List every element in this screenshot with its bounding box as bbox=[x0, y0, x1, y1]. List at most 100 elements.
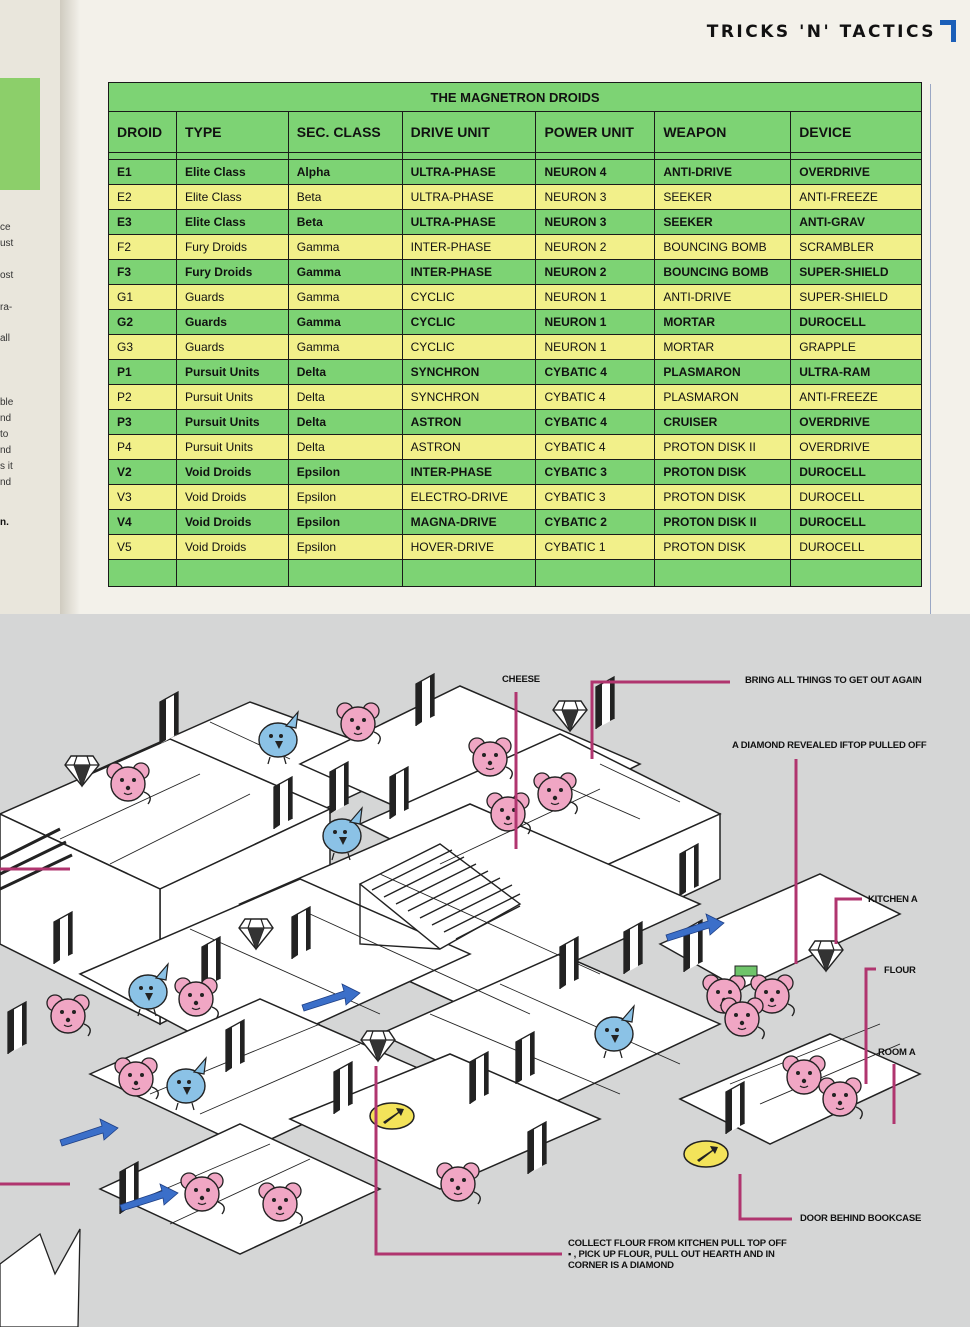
table-cell: SYNCHRON bbox=[401, 359, 537, 385]
table-cell: BOUNCING BOMB bbox=[654, 234, 792, 260]
table-cell: MORTAR bbox=[654, 334, 792, 360]
map-break-edge bbox=[0, 1228, 81, 1327]
table-cell: V2 bbox=[108, 459, 177, 485]
table-cell: PLASMARON bbox=[654, 359, 792, 385]
table-cell: ELECTRO-DRIVE bbox=[401, 484, 537, 510]
table-cell: CYBATIC 3 bbox=[535, 484, 656, 510]
table-cell: Gamma bbox=[287, 259, 403, 285]
table-cell: Delta bbox=[287, 359, 403, 385]
table-title: THE MAGNETRON DROIDS bbox=[108, 82, 922, 112]
table-cell: PROTON DISK bbox=[654, 484, 792, 510]
table-cell: E1 bbox=[108, 159, 177, 185]
corner-mark-icon bbox=[940, 20, 956, 42]
table-cell: Elite Class bbox=[175, 159, 289, 185]
table-cell: Fury Droids bbox=[175, 259, 289, 285]
table-cell: Pursuit Units bbox=[175, 409, 289, 435]
table-cell: Beta bbox=[287, 184, 403, 210]
table-cell: Pursuit Units bbox=[175, 359, 289, 385]
table-cell: Delta bbox=[287, 434, 403, 460]
table-cell: DUROCELL bbox=[790, 459, 922, 485]
label-flour: FLOUR bbox=[884, 965, 916, 976]
label-room-a: ROOM A bbox=[878, 1047, 916, 1058]
table-cell: Elite Class bbox=[175, 184, 289, 210]
table-cell: F3 bbox=[108, 259, 177, 285]
isometric-map: CHEESE BRING ALL THINGS TO GET OUT AGAIN… bbox=[0, 614, 970, 1327]
column-header-device: DEVICE bbox=[790, 111, 922, 153]
table-cell: ANTI-GRAV bbox=[790, 209, 922, 235]
table-cell: ANTI-FREEZE bbox=[790, 384, 922, 410]
table-cell: CYCLIC bbox=[401, 284, 537, 310]
table-cell: BOUNCING BOMB bbox=[654, 259, 792, 285]
previous-page-text-fragment: ust bbox=[0, 238, 14, 249]
previous-page-text-fragment: ost bbox=[0, 270, 14, 281]
table-cell: DUROCELL bbox=[790, 534, 922, 560]
label-diamond-revealed: A DIAMOND REVEALED IFTOP PULLED OFF bbox=[732, 740, 927, 751]
table-cell: PROTON DISK II bbox=[654, 509, 792, 535]
previous-page-text-fragment: nd bbox=[0, 477, 12, 488]
label-collect-flour: COLLECT FLOUR FROM KITCHEN PULL TOP OFF … bbox=[568, 1238, 787, 1271]
table-cell: ULTRA-PHASE bbox=[401, 184, 537, 210]
table-cell: CYBATIC 1 bbox=[535, 534, 656, 560]
label-cheese: CHEESE bbox=[502, 674, 540, 685]
table-cell: CYBATIC 4 bbox=[535, 384, 656, 410]
table-cell: ANTI-FREEZE bbox=[790, 184, 922, 210]
table-cell: Delta bbox=[287, 384, 403, 410]
table-footer-row bbox=[108, 559, 922, 587]
table-cell: V3 bbox=[108, 484, 177, 510]
table-cell: INTER-PHASE bbox=[401, 459, 537, 485]
table-cell: SEEKER bbox=[654, 184, 792, 210]
table-cell: Guards bbox=[175, 334, 289, 360]
table-cell: OVERDRIVE bbox=[790, 159, 922, 185]
table-cell: Pursuit Units bbox=[175, 434, 289, 460]
map-drawing bbox=[0, 673, 922, 1327]
table-cell: Gamma bbox=[287, 284, 403, 310]
table-cell: OVERDRIVE bbox=[790, 434, 922, 460]
table-cell: CYCLIC bbox=[401, 334, 537, 360]
table-cell: Delta bbox=[287, 409, 403, 435]
previous-page-text-fragment: to bbox=[0, 429, 9, 440]
table-cell: NEURON 1 bbox=[535, 334, 656, 360]
table-cell: NEURON 2 bbox=[535, 234, 656, 260]
table-cell: PLASMARON bbox=[654, 384, 792, 410]
table-cell: F2 bbox=[108, 234, 177, 260]
table-cell: V4 bbox=[108, 509, 177, 535]
previous-page-text-fragment: nd bbox=[0, 413, 12, 424]
table-cell: Epsilon bbox=[287, 459, 403, 485]
table-cell: CRUISER bbox=[654, 409, 792, 435]
table-cell: INTER-PHASE bbox=[401, 234, 537, 260]
previous-page-text-fragment: n. bbox=[0, 517, 9, 528]
table-cell: E2 bbox=[108, 184, 177, 210]
table-cell: SEEKER bbox=[654, 209, 792, 235]
table-cell: ASTRON bbox=[401, 434, 537, 460]
table-cell: ASTRON bbox=[401, 409, 537, 435]
table-cell: NEURON 2 bbox=[535, 259, 656, 285]
table-cell: DUROCELL bbox=[790, 509, 922, 535]
table-cell: CYBATIC 4 bbox=[535, 434, 656, 460]
table-cell: CYBATIC 4 bbox=[535, 409, 656, 435]
table-cell: SYNCHRON bbox=[401, 384, 537, 410]
previous-page-text-fragment: ce bbox=[0, 222, 11, 233]
table-cell: Gamma bbox=[287, 234, 403, 260]
table-cell: Void Droids bbox=[175, 534, 289, 560]
table-cell: G2 bbox=[108, 309, 177, 335]
table-cell: ULTRA-PHASE bbox=[401, 159, 537, 185]
table-cell: G1 bbox=[108, 284, 177, 310]
table-cell: Epsilon bbox=[287, 484, 403, 510]
previous-page-text-fragment: nd bbox=[0, 445, 12, 456]
table-cell: OVERDRIVE bbox=[790, 409, 922, 435]
table-cell: DUROCELL bbox=[790, 484, 922, 510]
table-cell: Void Droids bbox=[175, 509, 289, 535]
table-cell: P4 bbox=[108, 434, 177, 460]
table-cell: Alpha bbox=[287, 159, 403, 185]
